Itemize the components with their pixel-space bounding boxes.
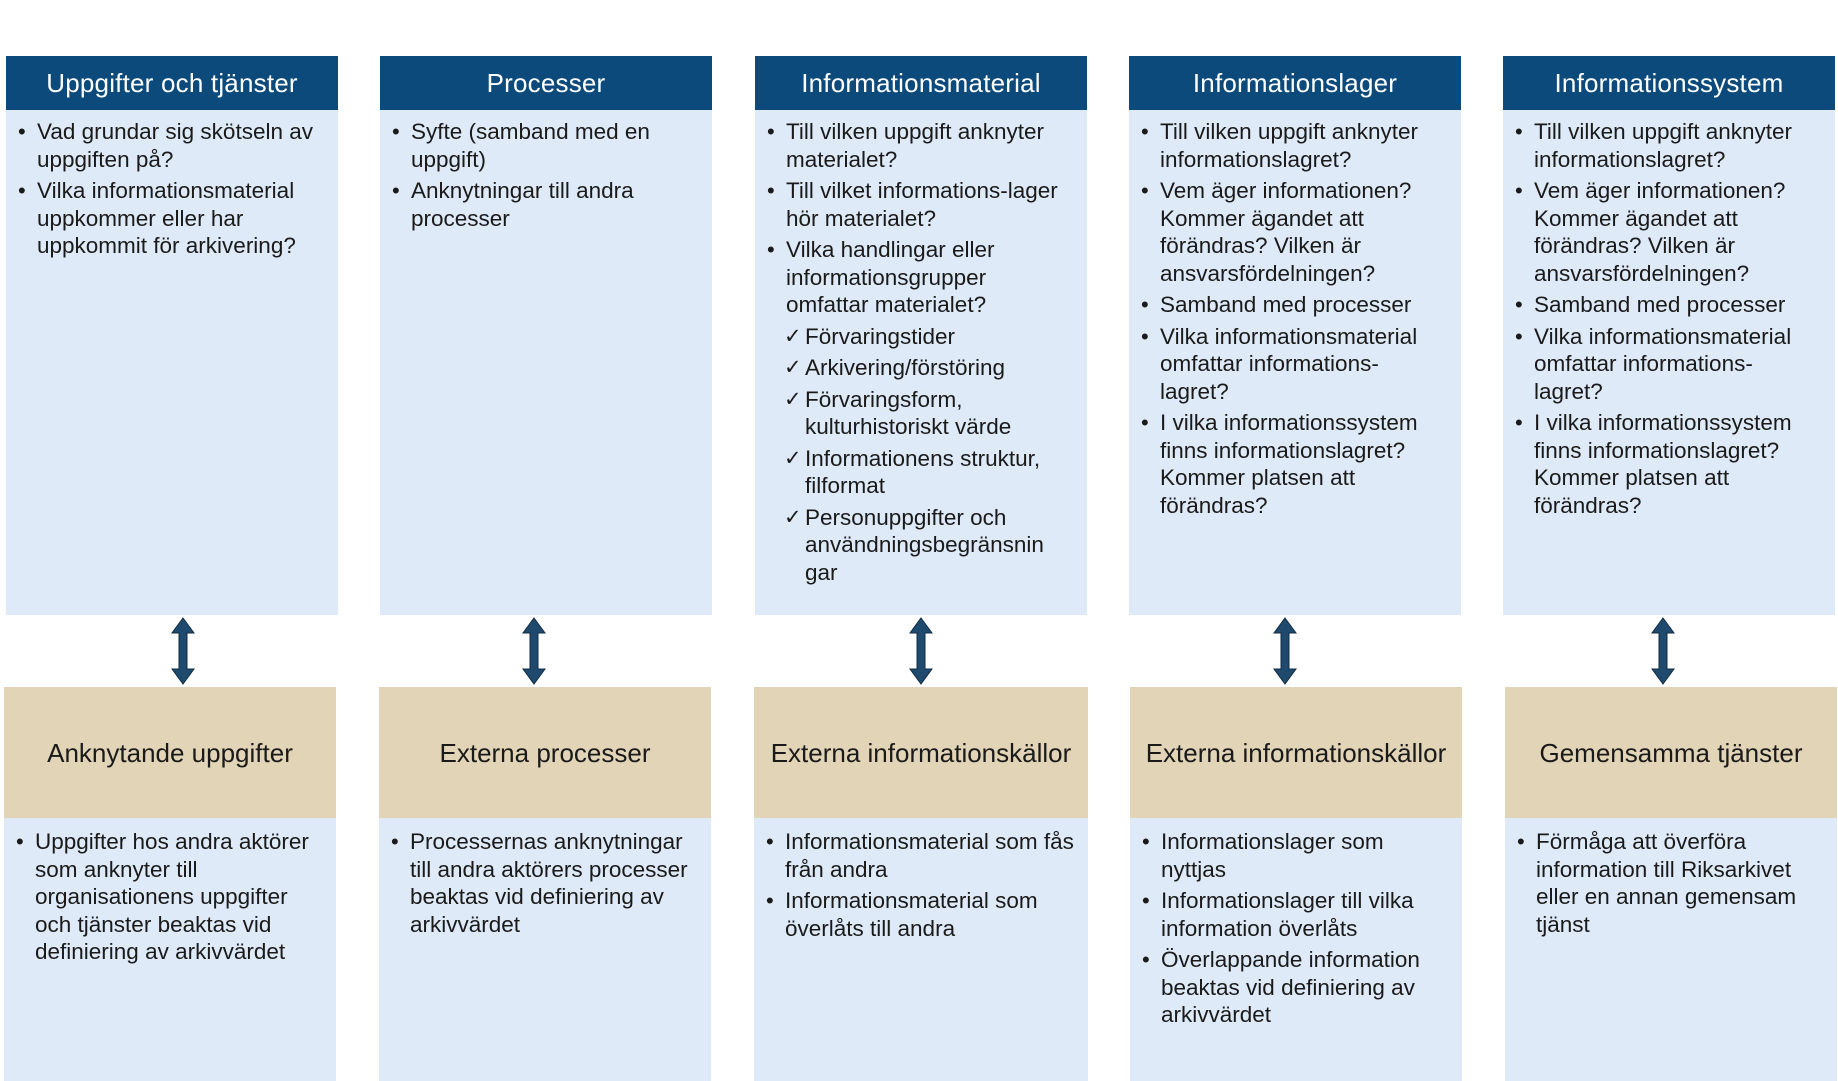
top-header: Informationsmaterial	[755, 56, 1087, 110]
bottom-body: Informationslager som nyttjas Informatio…	[1130, 818, 1462, 1081]
bottom-bullet-list: Uppgifter hos andra aktörer som anknyter…	[14, 828, 322, 966]
double-arrow-icon	[1273, 617, 1297, 685]
double-arrow-icon	[909, 617, 933, 685]
top-body: Till vilken uppgift anknyter materialet?…	[755, 110, 1087, 615]
bottom-header-title: Externa processer	[439, 737, 651, 768]
bullet-item: Till vilken uppgift anknyter materialet?	[765, 118, 1073, 173]
bottom-body: Förmåga att överföra information till Ri…	[1505, 818, 1837, 1081]
column-uppgifter: Uppgifter och tjänster Vad grundar sig s…	[4, 0, 338, 1081]
bullet-item: Till vilken uppgift anknyter information…	[1513, 118, 1821, 173]
bottom-header: Externa informationskällor	[754, 687, 1088, 818]
column-processer: Processer Syfte (samband med en uppgift)…	[379, 0, 712, 1081]
bullet-item: Informationslager som nyttjas	[1140, 828, 1448, 883]
bottom-header: Gemensamma tjänster	[1505, 687, 1837, 818]
bullet-item: Till vilken uppgift anknyter information…	[1139, 118, 1447, 173]
bullet-item: I vilka informationssystem finns informa…	[1139, 409, 1447, 519]
bullet-item: Samband med processer	[1513, 291, 1821, 319]
bottom-header: Externa informationskällor	[1130, 687, 1462, 818]
check-item: Personuppgifter och användningsbegränsni…	[784, 504, 1073, 587]
check-item: Informationens struktur, filformat	[784, 445, 1073, 500]
double-arrow-icon	[171, 617, 195, 685]
bullet-item: Vem äger informationen? Kommer ägandet a…	[1513, 177, 1821, 287]
bottom-body: Informationsmaterial som fås från andra …	[754, 818, 1088, 1081]
top-body: Till vilken uppgift anknyter information…	[1129, 110, 1461, 615]
bullet-item: Syfte (samband med en uppgift)	[390, 118, 698, 173]
top-header: Informationslager	[1129, 56, 1461, 110]
column-informationssystem: Informationssystem Till vilken uppgift a…	[1503, 0, 1837, 1081]
bottom-bullet-list: Informationslager som nyttjas Informatio…	[1140, 828, 1448, 1029]
bullet-item: Samband med processer	[1139, 291, 1447, 319]
top-bullet-list: Syfte (samband med en uppgift) Anknytnin…	[390, 118, 698, 232]
bottom-header: Externa processer	[379, 687, 711, 818]
bullet-item: Till vilket informations-lager hör mater…	[765, 177, 1073, 232]
top-header: Processer	[380, 56, 712, 110]
check-item: Arkivering/förstöring	[784, 354, 1073, 382]
bottom-body: Processernas anknytningar till andra akt…	[379, 818, 711, 1081]
bullet-item: Vem äger informationen? Kommer ägandet a…	[1139, 177, 1447, 287]
bottom-bullet-list: Processernas anknytningar till andra akt…	[389, 828, 697, 938]
check-item: Förvaringsform, kulturhistoriskt värde	[784, 386, 1073, 441]
checklist: Förvaringstider Arkivering/förstöring Fö…	[784, 323, 1073, 587]
bullet-item: I vilka informationssystem finns informa…	[1513, 409, 1821, 519]
column-informationslager: Informationslager Till vilken uppgift an…	[1129, 0, 1462, 1081]
top-header: Informationssystem	[1503, 56, 1835, 110]
bullet-item: Vilka informationsmaterial omfattar info…	[1513, 323, 1821, 406]
top-bullet-list: Till vilken uppgift anknyter materialet?…	[765, 118, 1073, 319]
check-item: Förvaringstider	[784, 323, 1073, 351]
top-body: Vad grundar sig skötseln av uppgiften på…	[6, 110, 338, 615]
bullet-item: Informationsmaterial som överlåts till a…	[764, 887, 1074, 942]
bottom-bullet-list: Förmåga att överföra information till Ri…	[1515, 828, 1823, 938]
top-bullet-list: Vad grundar sig skötseln av uppgiften på…	[16, 118, 324, 260]
top-header-title: Informationsmaterial	[801, 67, 1041, 98]
top-bullet-list: Till vilken uppgift anknyter information…	[1139, 118, 1447, 519]
bottom-header-title: Externa informationskällor	[1145, 737, 1447, 768]
bullet-item: Vilka informationsmaterial uppkommer ell…	[16, 177, 324, 260]
bottom-body: Uppgifter hos andra aktörer som anknyter…	[4, 818, 336, 1081]
bottom-header: Anknytande uppgifter	[4, 687, 336, 818]
top-header: Uppgifter och tjänster	[6, 56, 338, 110]
bullet-item: Informationslager till vilka information…	[1140, 887, 1448, 942]
top-header-title: Informationssystem	[1554, 67, 1784, 98]
bullet-item: Uppgifter hos andra aktörer som anknyter…	[14, 828, 322, 966]
top-bullet-list: Till vilken uppgift anknyter information…	[1513, 118, 1821, 519]
bullet-item: Vad grundar sig skötseln av uppgiften på…	[16, 118, 324, 173]
column-informationsmaterial: Informationsmaterial Till vilken uppgift…	[754, 0, 1088, 1081]
bullet-item: Vilka handlingar eller informationsgrupp…	[765, 236, 1073, 319]
double-arrow-icon	[1651, 617, 1675, 685]
top-body: Till vilken uppgift anknyter information…	[1503, 110, 1835, 615]
top-header-title: Uppgifter och tjänster	[46, 67, 298, 98]
bullet-item: Förmåga att överföra information till Ri…	[1515, 828, 1823, 938]
bullet-item: Överlappande information beaktas vid def…	[1140, 946, 1448, 1029]
bullet-item: Informationsmaterial som fås från andra	[764, 828, 1074, 883]
bottom-header-title: Externa informationskällor	[770, 737, 1072, 768]
top-header-title: Processer	[486, 67, 606, 98]
top-body: Syfte (samband med en uppgift) Anknytnin…	[380, 110, 712, 615]
top-header-title: Informationslager	[1192, 67, 1398, 98]
bottom-header-title: Gemensamma tjänster	[1539, 737, 1803, 768]
bullet-item: Anknytningar till andra processer	[390, 177, 698, 232]
bullet-item: Vilka informationsmaterial omfattar info…	[1139, 323, 1447, 406]
bottom-header-title: Anknytande uppgifter	[47, 737, 293, 768]
bullet-item: Processernas anknytningar till andra akt…	[389, 828, 697, 938]
bottom-bullet-list: Informationsmaterial som fås från andra …	[764, 828, 1074, 942]
double-arrow-icon	[522, 617, 546, 685]
